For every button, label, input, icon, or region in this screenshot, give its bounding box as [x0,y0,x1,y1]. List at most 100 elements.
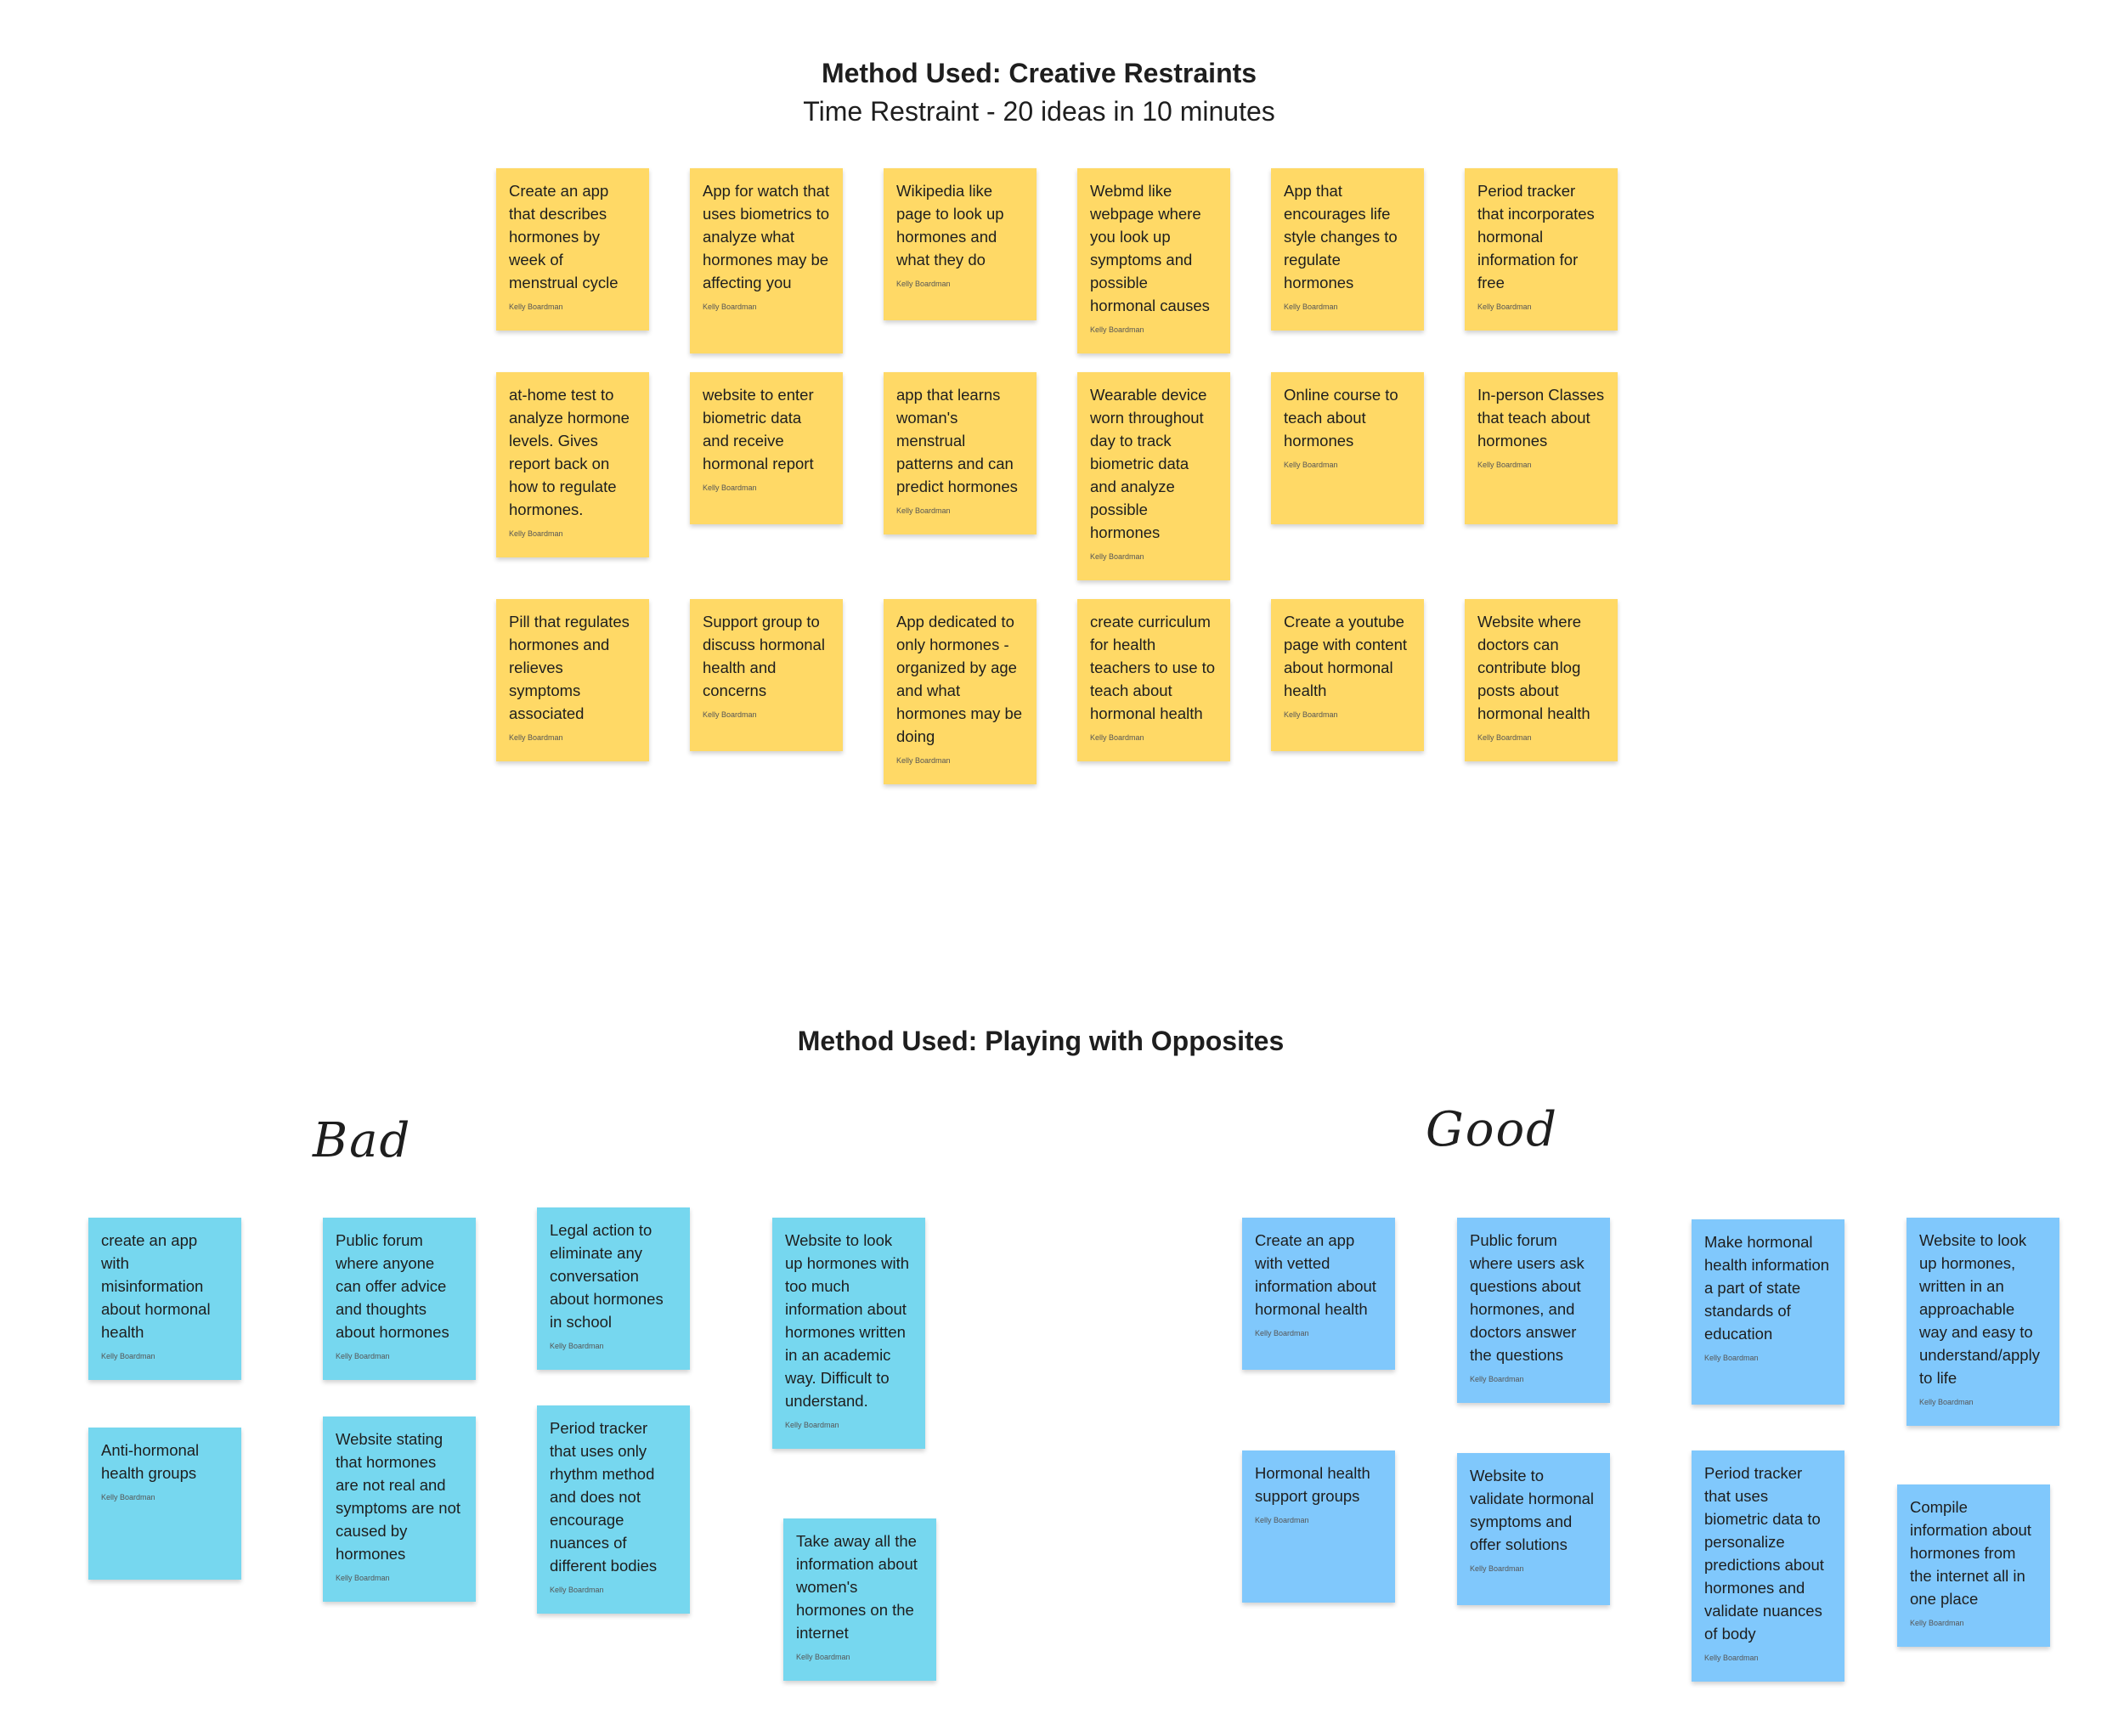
sticky-note[interactable]: Website to look up hormones, written in … [1907,1218,2059,1426]
sticky-note-text: at-home test to analyze hormone levels. … [509,386,630,518]
sticky-note[interactable]: App dedicated to only hormones - organiz… [884,599,1037,784]
sticky-note[interactable]: Public forum where users ask questions a… [1457,1218,1610,1403]
sticky-note[interactable]: Compile information about hormones from … [1897,1484,2050,1647]
sticky-note-author: Kelly Boardman [336,1352,390,1360]
sticky-note-author: Kelly Boardman [703,710,757,719]
sticky-note-text: App for watch that uses biometrics to an… [703,182,830,291]
sticky-note-author: Kelly Boardman [703,483,757,492]
sticky-note-text: Create an app that describes hormones by… [509,182,619,291]
sticky-note[interactable]: Support group to discuss hormonal health… [690,599,843,751]
sticky-note-author: Kelly Boardman [1477,733,1532,742]
sticky-note[interactable]: Period tracker that uses biometric data … [1692,1450,1844,1682]
sticky-note-text: app that learns woman's menstrual patter… [896,386,1018,495]
sticky-note[interactable]: Pill that regulates hormones and relieve… [496,599,649,761]
sticky-note-author: Kelly Boardman [1477,303,1532,311]
sticky-note-text: Create an app with vetted information ab… [1255,1231,1376,1318]
sticky-note[interactable]: create curriculum for health teachers to… [1077,599,1230,761]
sticky-note[interactable]: create an app with misinformation about … [88,1218,241,1380]
sticky-note-text: Pill that regulates hormones and relieve… [509,613,630,722]
sticky-note[interactable]: Create an app that describes hormones by… [496,168,649,331]
sticky-note-author: Kelly Boardman [1470,1564,1524,1573]
section-subtitle-time-restraint: Time Restraint - 20 ideas in 10 minutes [803,96,1275,127]
sticky-note-text: Website stating that hormones are not re… [336,1430,461,1563]
sticky-note[interactable]: Legal action to eliminate any conversati… [537,1207,690,1370]
sticky-note[interactable]: Wikipedia like page to look up hormones … [884,168,1037,320]
sticky-note-text: Online course to teach about hormones [1284,386,1398,450]
sticky-note-author: Kelly Boardman [101,1352,155,1360]
sticky-note-author: Kelly Boardman [101,1493,155,1501]
sticky-note-text: Compile information about hormones from … [1910,1498,2031,1608]
section-title-creative-restraints: Method Used: Creative Restraints [821,58,1257,88]
sticky-note-author: Kelly Boardman [1704,1354,1759,1362]
sticky-note-text: Make hormonal health information a part … [1704,1233,1830,1343]
sticky-note-text: App that encourages life style changes t… [1284,182,1398,291]
sticky-note-author: Kelly Boardman [509,303,563,311]
sticky-note-text: Period tracker that uses only rhythm met… [550,1419,658,1575]
sticky-note[interactable]: Public forum where anyone can offer advi… [323,1218,476,1380]
sticky-note-author: Kelly Boardman [1090,552,1144,561]
sticky-note-text: Support group to discuss hormonal health… [703,613,825,699]
sticky-note[interactable]: Period tracker that uses only rhythm met… [537,1405,690,1614]
sticky-note-author: Kelly Boardman [1470,1375,1524,1383]
sticky-note[interactable]: Period tracker that incorporates hormona… [1465,168,1618,331]
sticky-note[interactable]: Website to validate hormonal symptoms an… [1457,1453,1610,1605]
sticky-note-text: Website to look up hormones, written in … [1919,1231,2040,1387]
sticky-note-author: Kelly Boardman [1090,733,1144,742]
sticky-note[interactable]: Webmd like webpage where you look up sym… [1077,168,1230,353]
section-title-playing-with-opposites: Method Used: Playing with Opposites [797,1026,1285,1056]
sticky-note-author: Kelly Boardman [896,756,951,765]
sticky-note-author: Kelly Boardman [336,1574,390,1582]
sticky-note-author: Kelly Boardman [896,280,951,288]
sticky-note-text: website to enter biometric data and rece… [703,386,814,472]
sticky-note-author: Kelly Boardman [1284,303,1338,311]
sticky-note-author: Kelly Boardman [1284,461,1338,469]
sticky-note[interactable]: Wearable device worn throughout day to t… [1077,372,1230,580]
sticky-note-text: Period tracker that uses biometric data … [1704,1464,1824,1643]
sticky-note-author: Kelly Boardman [1477,461,1532,469]
sticky-note-author: Kelly Boardman [1090,325,1144,334]
sticky-note-author: Kelly Boardman [896,506,951,515]
sticky-note-author: Kelly Boardman [1255,1516,1309,1524]
bad-group-label: Bad [313,1113,412,1168]
sticky-note[interactable]: Website where doctors can contribute blo… [1465,599,1618,761]
sticky-note[interactable]: at-home test to analyze hormone levels. … [496,372,649,557]
sticky-note-text: Website to validate hormonal symptoms an… [1470,1467,1595,1553]
sticky-note-author: Kelly Boardman [509,529,563,538]
sticky-note[interactable]: Website to look up hormones with too muc… [772,1218,925,1449]
sticky-note-text: Public forum where anyone can offer advi… [336,1231,449,1341]
sticky-note-text: Website where doctors can contribute blo… [1477,613,1590,722]
sticky-note[interactable]: Make hormonal health information a part … [1692,1219,1844,1405]
sticky-note-author: Kelly Boardman [1284,710,1338,719]
good-group-label: Good [1426,1102,1559,1157]
sticky-note-text: Period tracker that incorporates hormona… [1477,182,1595,291]
sticky-note[interactable]: In-person Classes that teach about hormo… [1465,372,1618,524]
sticky-note-text: Public forum where users ask questions a… [1470,1231,1585,1364]
sticky-note-text: Wearable device worn throughout day to t… [1090,386,1207,541]
sticky-note[interactable]: App for watch that uses biometrics to an… [690,168,843,353]
sticky-note-author: Kelly Boardman [509,733,563,742]
sticky-note-author: Kelly Boardman [550,1586,604,1594]
sticky-note-author: Kelly Boardman [785,1421,839,1429]
sticky-note[interactable]: app that learns woman's menstrual patter… [884,372,1037,534]
sticky-note-text: create curriculum for health teachers to… [1090,613,1216,722]
sticky-note-text: Website to look up hormones with too muc… [785,1231,910,1410]
sticky-note-text: Create a youtube page with content about… [1284,613,1408,699]
sticky-note-text: In-person Classes that teach about hormo… [1477,386,1605,450]
sticky-note-text: Anti-hormonal health groups [101,1441,200,1482]
sticky-note[interactable]: Create an app with vetted information ab… [1242,1218,1395,1370]
sticky-note-author: Kelly Boardman [550,1342,604,1350]
sticky-note[interactable]: website to enter biometric data and rece… [690,372,843,524]
sticky-note[interactable]: Create a youtube page with content about… [1271,599,1424,751]
sticky-note-author: Kelly Boardman [1704,1654,1759,1662]
sticky-note-text: Take away all the information about wome… [796,1532,918,1642]
sticky-note[interactable]: Take away all the information about wome… [783,1518,936,1681]
sticky-note-text: Hormonal health support groups [1255,1464,1370,1505]
sticky-note[interactable]: App that encourages life style changes t… [1271,168,1424,331]
sticky-note[interactable]: Website stating that hormones are not re… [323,1417,476,1602]
sticky-note-text: Legal action to eliminate any conversati… [550,1221,664,1331]
sticky-note-text: create an app with misinformation about … [101,1231,211,1341]
sticky-note-text: Wikipedia like page to look up hormones … [896,182,1004,269]
